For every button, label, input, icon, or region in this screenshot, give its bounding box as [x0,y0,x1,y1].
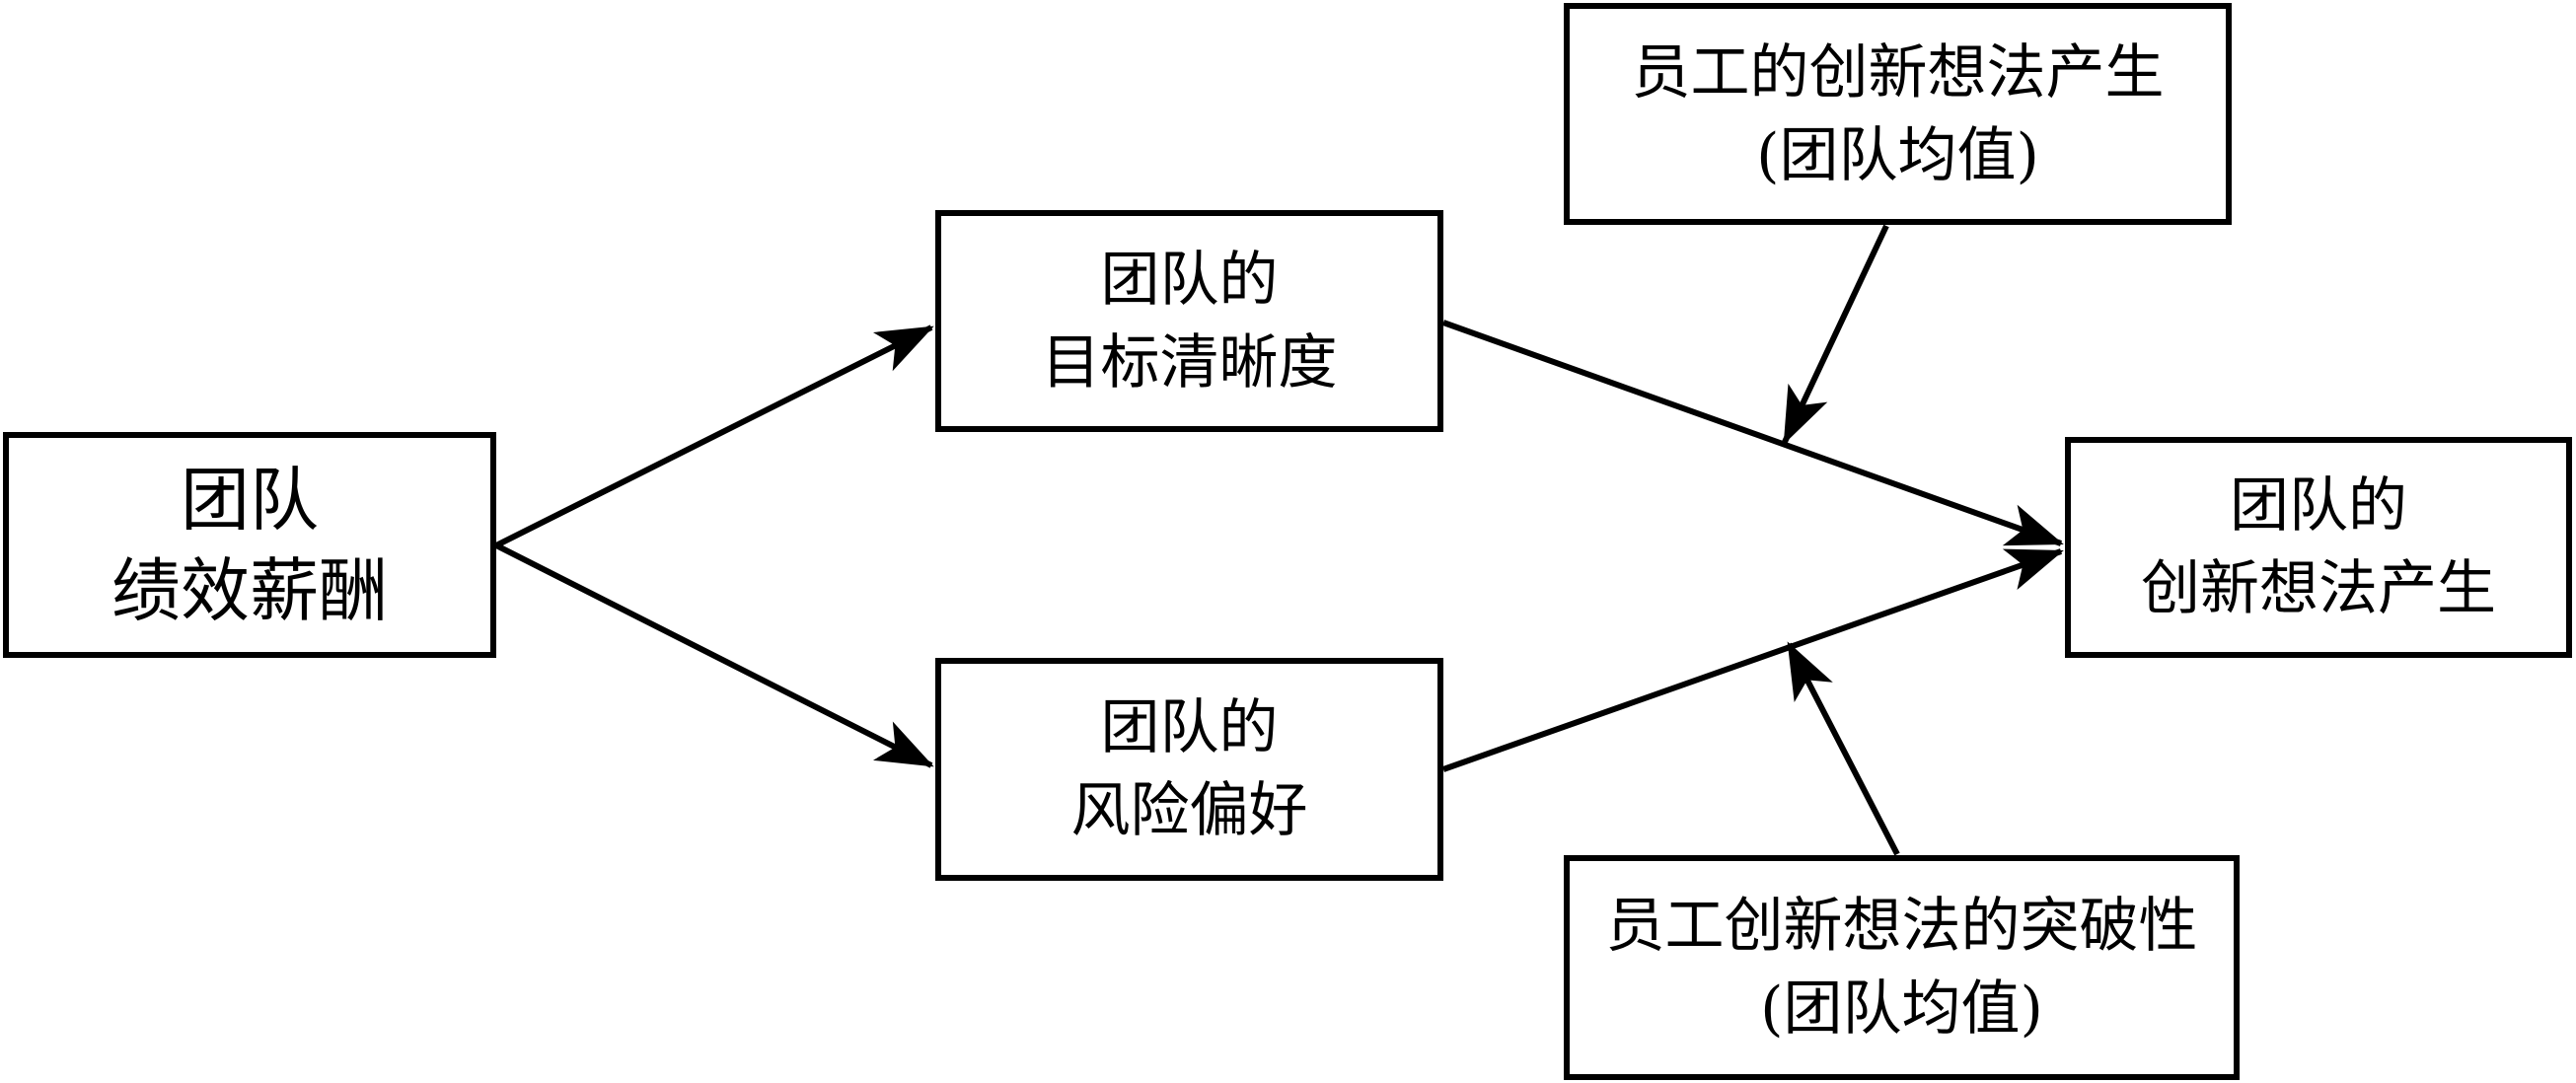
box-label-line: 创新想法产生 [2141,554,2496,623]
box-label-line: 团队的 [1100,693,1279,762]
box-label-line: 绩效薪酬 [111,549,388,631]
box-team-performance-pay: 团队 绩效薪酬 [3,432,496,658]
moderation-arrow-employee-idea-radicalness [1786,641,1900,856]
arrow-team-pay-to-goal-clarity [494,325,934,548]
box-team-risk-preference: 团队的 风险偏好 [935,658,1443,881]
box-label-line: 员工的创新想法产生 [1631,37,2165,108]
box-label-line: (团队均值) [1756,120,2039,190]
box-employee-idea-radicalness-moderator: 员工创新想法的突破性 (团队均值) [1564,855,2240,1080]
box-label-line: 目标清晰度 [1041,327,1338,397]
box-team-idea-generation: 团队的 创新想法产生 [2065,437,2572,658]
box-label-line: 员工创新想法的突破性 [1605,892,2198,961]
arrow-risk-preference-to-team-idea [1442,548,2064,772]
box-label-line: 风险偏好 [1070,776,1308,845]
box-employee-idea-generation-moderator: 员工的创新想法产生 (团队均值) [1564,3,2232,225]
box-team-goal-clarity: 团队的 目标清晰度 [935,210,1443,432]
box-label-line: 团队的 [1100,245,1279,315]
box-label-line: (团队均值) [1760,975,2043,1044]
box-label-line: 团队 [181,459,319,541]
moderation-arrow-employee-idea-generation [1782,224,1889,445]
box-label-line: 团队的 [2230,471,2407,541]
arrow-goal-clarity-to-team-idea [1441,320,2064,546]
arrow-team-pay-to-risk-preference [494,542,934,768]
